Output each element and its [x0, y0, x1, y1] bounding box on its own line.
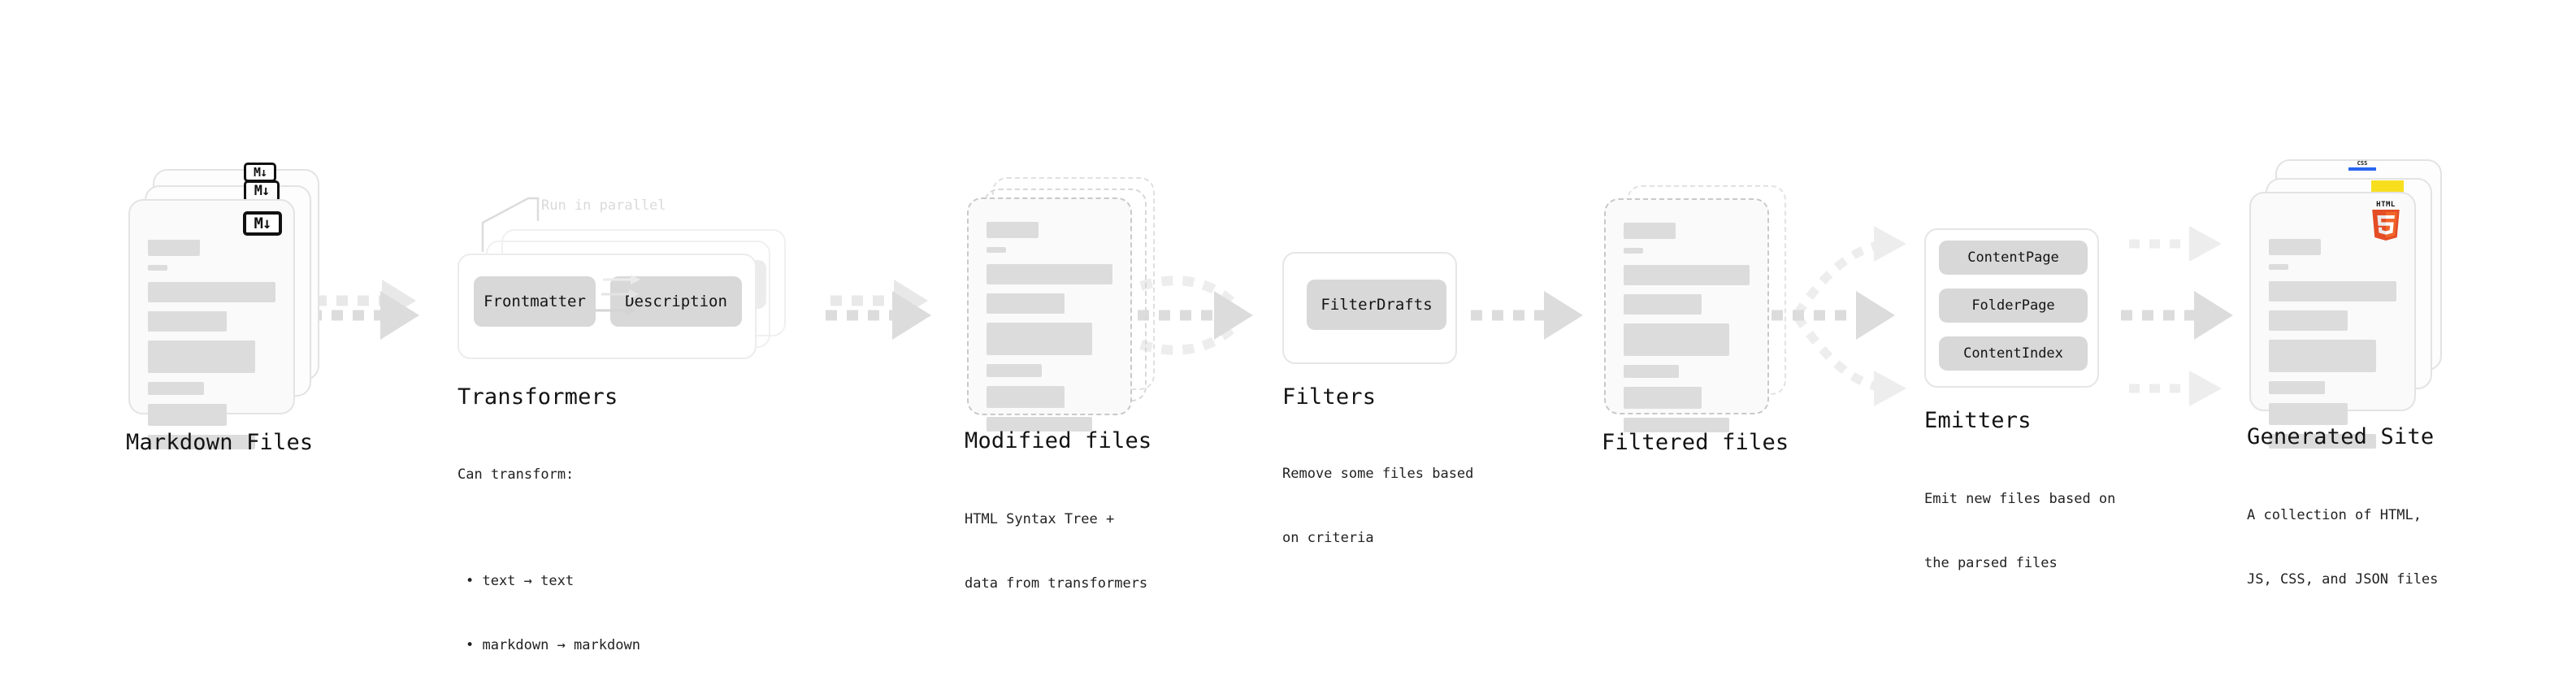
run-in-parallel-label: Run in parallel	[541, 197, 666, 214]
arrow-filtered-to-emitters	[1772, 226, 1906, 406]
css-badge-label: CSS	[2357, 160, 2368, 167]
filtered-card-placeholder-bars	[1624, 223, 1750, 441]
html5-shield-icon	[2372, 210, 2400, 241]
arrow-emitters-to-site	[2121, 226, 2233, 406]
filters-description: Remove some files based on criteria	[1282, 420, 1473, 592]
site-card-placeholder-bars	[2269, 239, 2396, 458]
emitter-chip-folderpage[interactable]: FolderPage	[1939, 288, 2088, 323]
modified-files-desc-0: HTML Syntax Tree +	[965, 510, 1115, 527]
arrow-modified-to-filters	[1138, 275, 1253, 355]
emitters-description: Emit new files based on the parsed files	[1924, 445, 2115, 617]
transformers-desc-intro: Can transform:	[458, 466, 575, 483]
transformers-heading: Transformers	[458, 384, 618, 410]
arrow-filters-to-filtered	[1471, 291, 1583, 340]
css-badge-bar	[2348, 167, 2376, 171]
filtered-file-card-front[interactable]	[1604, 198, 1769, 432]
transformer-chip-description[interactable]: Description	[610, 276, 742, 327]
filtered-files-heading: Filtered files	[1602, 430, 1789, 455]
filters-desc-0: Remove some files based	[1282, 465, 1474, 482]
arrow-markdown-to-transformers	[310, 280, 419, 340]
emitters-desc-0: Emit new files based on	[1924, 490, 2116, 507]
transformers-bullet-1: • markdown → markdown	[466, 637, 640, 654]
modified-files-desc-1: data from transformers	[965, 575, 1148, 592]
site-file-card-front[interactable]: HTML	[2249, 192, 2416, 449]
generated-site-description: A collection of HTML, JS, CSS, and JSON …	[2247, 462, 2438, 633]
html5-badge: HTML	[2369, 202, 2403, 241]
emitters-box[interactable]: ContentPage FolderPage ContentIndex	[1924, 228, 2099, 388]
filters-box[interactable]: FilterDrafts	[1282, 252, 1457, 364]
transformers-bullet-0: • text → text	[466, 573, 575, 590]
markdown-file-card-front[interactable]: M↓	[128, 199, 295, 449]
css-badge: CSS	[2348, 161, 2376, 174]
transformer-chip-frontmatter[interactable]: Frontmatter	[474, 276, 596, 327]
markdown-badge-front: M↓	[243, 211, 282, 236]
emitters-heading: Emitters	[1924, 408, 2032, 433]
transformer-inner-arrows	[595, 275, 640, 315]
modified-card-placeholder-bars	[987, 222, 1112, 440]
parallel-bracket	[481, 197, 540, 252]
markdown-badge-back: M↓	[244, 163, 276, 182]
markdown-card-placeholder-bars	[148, 240, 275, 458]
emitter-chip-contentpage[interactable]: ContentPage	[1939, 241, 2088, 275]
arrow-transformers-to-modified	[826, 280, 931, 340]
generated-site-heading: Generated Site	[2247, 424, 2435, 449]
modified-files-description: HTML Syntax Tree + data from transformer…	[965, 466, 1147, 637]
transformers-bullet-list: • text → text • markdown → markdown • ht…	[458, 528, 640, 681]
filter-chip-filterdrafts[interactable]: FilterDrafts	[1307, 280, 1446, 330]
modified-file-card-front[interactable]	[967, 197, 1132, 432]
modified-files-heading: Modified files	[965, 428, 1152, 453]
filters-desc-1: on criteria	[1282, 529, 1374, 546]
generated-site-desc-0: A collection of HTML,	[2247, 506, 2422, 523]
transformer-box-front[interactable]: Frontmatter Description	[458, 254, 757, 359]
markdown-files-heading: Markdown Files	[126, 430, 314, 455]
filters-heading: Filters	[1282, 384, 1377, 410]
generated-site-desc-1: JS, CSS, and JSON files	[2247, 570, 2439, 588]
transformers-description: Can transform: • text → text • markdown …	[458, 421, 640, 681]
emitter-chip-contentindex[interactable]: ContentIndex	[1939, 336, 2088, 371]
emitters-desc-1: the parsed files	[1924, 554, 2058, 571]
markdown-badge-mid: M↓	[244, 180, 280, 202]
html5-badge-label: HTML	[2376, 201, 2396, 209]
